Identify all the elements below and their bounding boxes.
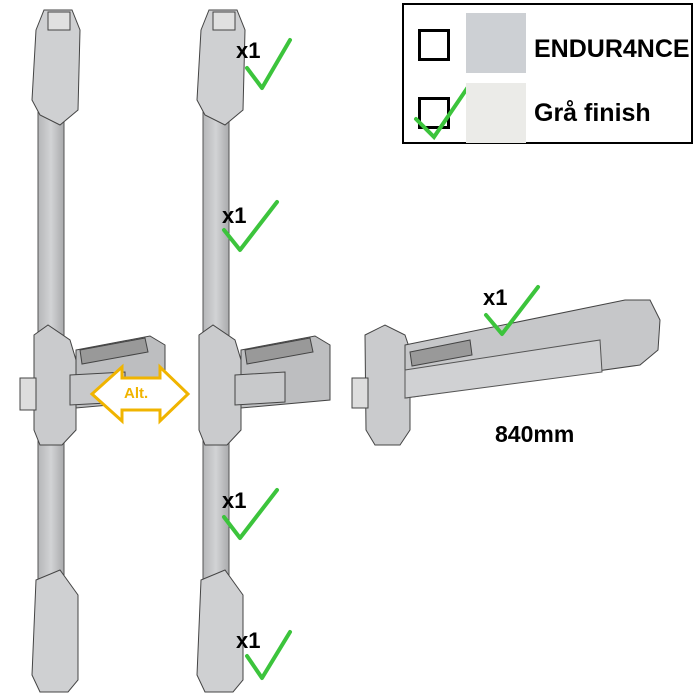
color-swatch xyxy=(466,83,526,143)
quantity-label: x1 xyxy=(236,38,261,63)
check-icon xyxy=(484,285,540,336)
check-icon xyxy=(245,38,292,90)
vertical-rod-assembly-alt xyxy=(19,9,166,693)
color-swatch xyxy=(466,13,526,73)
quantity-label: x1 xyxy=(236,628,261,653)
finish-option-endurance[interactable]: ENDUR4NCE xyxy=(404,5,691,75)
finish-label: Grå finish xyxy=(534,99,651,127)
finish-label: ENDUR4NCE xyxy=(534,35,690,63)
quantity-label: x1 xyxy=(483,285,508,310)
push-bar-840mm xyxy=(351,299,661,446)
check-icon xyxy=(414,85,470,141)
check-icon xyxy=(222,200,279,252)
alt-label: Alt. xyxy=(124,385,149,402)
quantity-label: x1 xyxy=(222,203,247,228)
checkbox[interactable] xyxy=(418,29,450,61)
quantity-label: x1 xyxy=(222,488,247,513)
alt-arrow-icon xyxy=(89,363,191,425)
finish-legend: ENDUR4NCE Grå finish xyxy=(402,3,693,144)
check-icon xyxy=(222,488,279,540)
check-icon xyxy=(245,630,292,680)
length-label: 840mm xyxy=(495,421,575,447)
vertical-rod-assembly xyxy=(196,9,331,693)
finish-option-gray[interactable]: Grå finish xyxy=(404,75,691,145)
